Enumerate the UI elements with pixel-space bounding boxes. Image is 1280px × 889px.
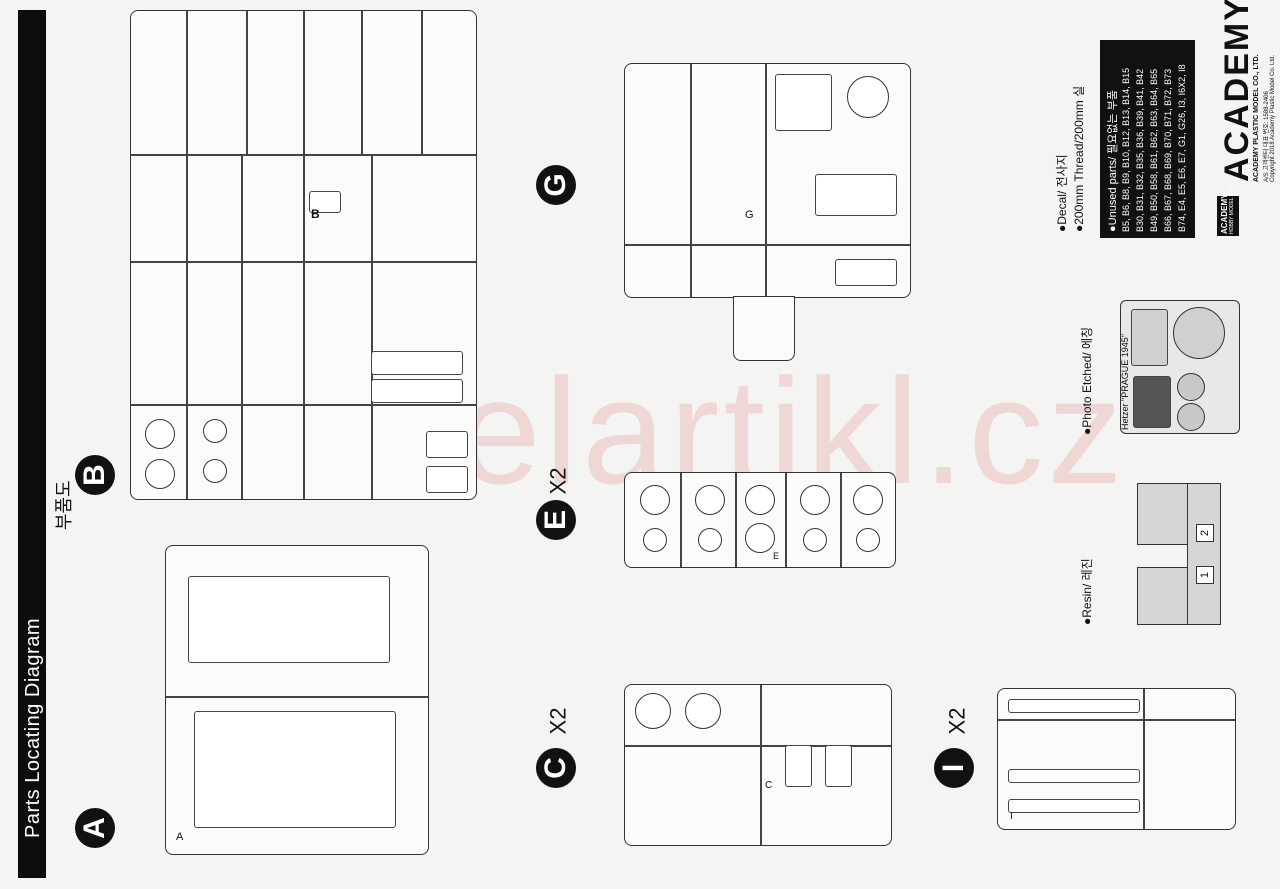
sprue-e-multiplier: X2 [545, 467, 571, 495]
sprue-e-frame: E [624, 472, 896, 568]
sprue-e-letter: E [536, 500, 576, 540]
sprue-i-letter: I [934, 748, 974, 788]
resin-frame [1187, 483, 1221, 625]
sprue-b-letter: B [75, 455, 115, 495]
page-title-korean: 부품도 [54, 480, 74, 530]
unused-line-3: B49, B50, B58, B61, B62, B63, B64, B65 [1149, 68, 1159, 232]
academy-badge-sub: HOBBY MODEL KITS [1229, 185, 1235, 234]
sprue-i-multiplier: X2 [944, 707, 970, 735]
sprue-a-frame: A [165, 545, 429, 855]
unused-line-2: B30, B31, B32, B35, B36, B39, B41, B42 [1135, 68, 1145, 232]
sprue-c-frame: C [624, 684, 892, 846]
service-number: A/S 고객센터 대표 번호: 1588-2406 [1264, 91, 1270, 182]
sprue-c-multiplier: X2 [545, 707, 571, 735]
resin-part-top [1137, 483, 1189, 545]
sprue-b-tag: B [311, 207, 320, 221]
legend-decal: ●Decal/ 전사지 [1055, 154, 1069, 232]
resin-part-bottom [1137, 567, 1189, 625]
resin-number-2: 2 [1196, 524, 1214, 542]
sprue-a-tag: A [176, 831, 184, 843]
academy-badge [1217, 196, 1239, 236]
sprue-a-letter: A [75, 808, 115, 848]
sprue-i-frame: I [997, 688, 1236, 830]
legend-resin: ●Resin/ 레진 [1080, 558, 1094, 625]
academy-badge-text: ACADEMY [1220, 193, 1229, 234]
unused-parts-title: ●Unused parts/ 필요없는 부품 [1107, 90, 1119, 232]
sprue-c-letter: C [536, 748, 576, 788]
sprue-g-letter: G [536, 165, 576, 205]
sprue-c-tag: C [765, 780, 773, 791]
academy-logo: ACADEMY [1218, 0, 1256, 182]
legend-photo-etched: ●Photo Etched/ 에칭 [1080, 326, 1094, 435]
resin-number-1: 1 [1196, 566, 1214, 584]
copyright: Copyright 2018 Academy Plastic Model Co.… [1270, 54, 1276, 182]
sprue-i-tag: I [1010, 811, 1013, 822]
unused-parts-box [1100, 40, 1195, 238]
sprue-e-tag: E [773, 551, 780, 561]
sprue-g-frame: G [624, 63, 911, 298]
sprue-g-tag: G [745, 209, 754, 221]
unused-line-4: B66, B67, B68, B69, B70, B71, B72, B73 [1163, 68, 1173, 232]
legend-thread: ●200mm Thread/200mm 실 [1072, 85, 1086, 232]
title-bar [18, 10, 46, 878]
unused-line-1: B5, B6, B8, B9, B10, B12, B13, B14, B15 [1121, 67, 1131, 232]
photo-etched-label: Hetzer "PRAGUE 1945" [1120, 334, 1130, 430]
unused-line-5: B74, E4, E5, E6, E7, G1, G26, I3, I6X2, … [1177, 64, 1187, 232]
sprue-g-tab [733, 296, 795, 361]
page-title: Parts Locating Diagram [22, 618, 44, 838]
sprue-b-frame: B [130, 10, 477, 500]
photo-etched-sheet [1120, 300, 1240, 434]
company-name: ACADEMY PLASTIC MODEL CO., LTD. [1253, 54, 1260, 182]
